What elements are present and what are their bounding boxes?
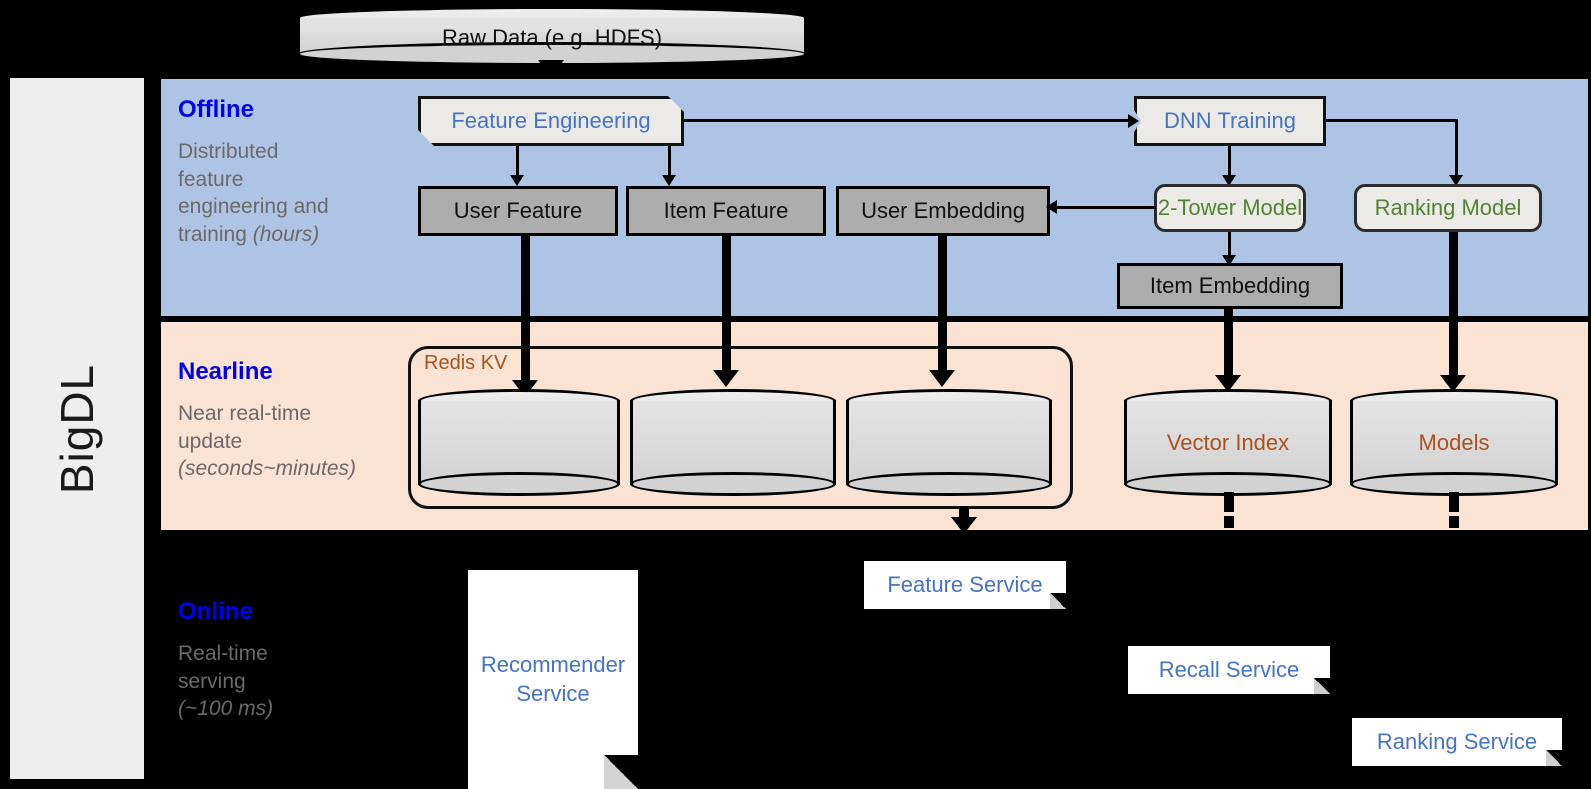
node-label: Item Feature	[663, 198, 789, 223]
pipe-user-embedding	[938, 236, 947, 378]
cylinder-cap	[633, 401, 833, 415]
pipe-item-embedding-arrow	[1215, 375, 1241, 392]
pipe-user-feature	[521, 236, 530, 388]
node-label: User Feature	[453, 198, 583, 223]
node-label: Ranking Model	[1374, 195, 1522, 220]
models-cylinder[interactable]: Models	[1350, 389, 1558, 496]
offline-caption: Offline Distributed feature engineering …	[178, 96, 329, 249]
dash-models-1	[1449, 492, 1459, 512]
vector-index-cylinder[interactable]: Vector Index	[1124, 389, 1332, 496]
cylinder-bottom	[846, 472, 1052, 496]
pipe-ranking-model-arrow	[1440, 375, 1466, 392]
node-label: DNN Training	[1163, 108, 1297, 133]
node-item-embedding[interactable]: Item Embedding	[1117, 263, 1343, 309]
cylinder-cap	[421, 401, 617, 415]
node-two-tower-model[interactable]: 2-Tower Model	[1154, 184, 1306, 232]
edge-rawdata-fe-arrow	[538, 60, 564, 77]
nearline-desc: Near real-time update (seconds~minutes)	[178, 402, 356, 481]
node-user-embedding[interactable]: User Embedding	[836, 186, 1050, 236]
nearline-title: Nearline	[178, 358, 273, 385]
online-caption: Online Real-time serving (~100 ms)	[178, 598, 273, 723]
node-item-feature[interactable]: Item Feature	[626, 186, 826, 236]
page-fold-icon	[1314, 678, 1330, 694]
edge-redis-featureservice-arrow	[951, 517, 977, 534]
edge-fe-dnn	[684, 119, 1134, 122]
edge-redis-featureservice	[959, 506, 969, 520]
dash-vector-index-2	[1224, 516, 1234, 528]
raw-data-cylinder: Raw Data (e.g. HDFS)	[297, 6, 807, 66]
pipe-user-embedding-arrow	[929, 370, 955, 387]
store-item-feature-cylinder[interactable]	[630, 389, 836, 496]
edge-twotower-itememb-arrow	[1222, 255, 1236, 266]
edge-twotower-userembedding-arrow	[1046, 200, 1057, 214]
dash-models-2	[1449, 516, 1459, 528]
edge-dnn-twotower-arrow	[1222, 175, 1236, 186]
raw-data-label: Raw Data (e.g. HDFS)	[441, 25, 663, 51]
redis-kv-label: Redis KV	[424, 352, 508, 374]
pipe-item-feature-arrow	[713, 370, 739, 387]
card-label: Recommender Service	[480, 651, 626, 706]
store-user-feature-cylinder[interactable]	[418, 389, 620, 496]
node-label: Item Embedding	[1149, 273, 1311, 298]
card-recommender-service[interactable]: Recommender Service	[468, 570, 638, 789]
nearline-caption: Nearline Near real-time update (seconds~…	[178, 358, 356, 483]
bigdl-label: BigDL	[51, 363, 103, 494]
offline-desc: Distributed feature engineering and trai…	[178, 140, 329, 247]
card-label: Feature Service	[887, 572, 1043, 597]
page-fold-icon	[1546, 750, 1562, 766]
vector-index-label: Vector Index	[1166, 429, 1290, 455]
cylinder-cap	[1353, 401, 1555, 415]
card-ranking-service[interactable]: Ranking Service	[1352, 718, 1562, 766]
store-user-embedding-cylinder[interactable]	[846, 389, 1052, 496]
cylinder-bottom	[630, 472, 836, 496]
node-label: User Embedding	[861, 198, 1025, 223]
node-label: 2-Tower Model	[1157, 195, 1303, 220]
page-fold-icon	[1050, 593, 1066, 609]
edge-fe-itemfeature-arrow	[662, 175, 676, 186]
page-fold-icon	[604, 755, 638, 789]
cylinder-bottom	[418, 472, 620, 496]
edge-twotower-itememb	[1228, 232, 1231, 260]
cylinder-cap	[1127, 401, 1329, 415]
edge-fe-userfeature	[516, 146, 519, 178]
edge-twotower-userembedding	[1056, 206, 1156, 209]
models-label: Models	[1418, 429, 1490, 455]
bigdl-rail: BigDL	[8, 76, 146, 781]
online-desc: Real-time serving (~100 ms)	[178, 642, 274, 721]
dash-vector-index-1	[1224, 492, 1234, 512]
node-dnn-training[interactable]: DNN Training	[1134, 96, 1326, 146]
node-feature-engineering[interactable]: Feature Engineering	[418, 96, 684, 146]
pipe-ranking-model	[1449, 232, 1458, 383]
edge-fe-dnn-arrow	[1128, 114, 1139, 128]
edge-fe-itemfeature	[668, 146, 671, 178]
card-recall-service[interactable]: Recall Service	[1128, 646, 1330, 694]
pipe-item-embedding	[1224, 309, 1233, 383]
edge-fe-userfeature-arrow	[510, 175, 524, 186]
edge-dnn-ranking-arrow	[1449, 175, 1463, 186]
edge-dnn-ranking-v	[1455, 119, 1458, 179]
online-title: Online	[178, 598, 253, 625]
node-label: Feature Engineering	[451, 108, 651, 133]
edge-dnn-ranking-h	[1326, 119, 1458, 122]
redis-kv-group	[408, 346, 1073, 509]
cylinder-cap	[849, 401, 1049, 415]
offline-title: Offline	[178, 96, 254, 123]
cylinder-cap	[300, 18, 804, 32]
edge-dnn-twotower	[1228, 146, 1231, 178]
node-user-feature[interactable]: User Feature	[418, 186, 618, 236]
pipe-item-feature	[722, 236, 731, 378]
card-feature-service[interactable]: Feature Service	[864, 561, 1066, 609]
card-label: Ranking Service	[1376, 729, 1538, 754]
node-ranking-model[interactable]: Ranking Model	[1354, 184, 1542, 232]
card-label: Recall Service	[1158, 657, 1300, 682]
